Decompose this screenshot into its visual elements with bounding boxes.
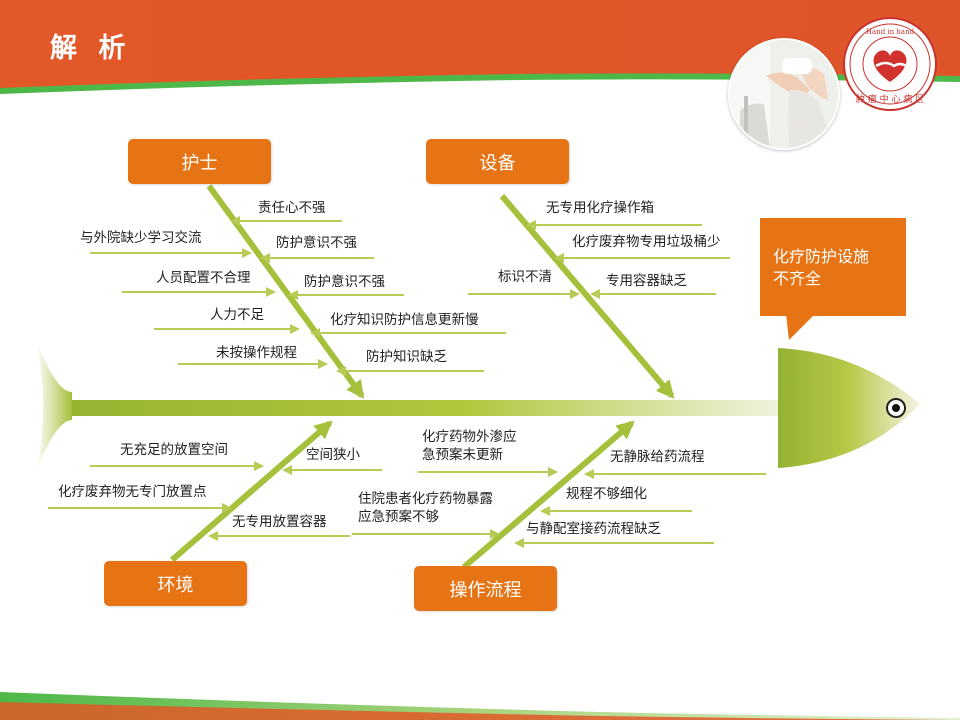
cause-label: 化疗知识防护信息更新慢 bbox=[330, 312, 479, 328]
category-nurse: 护士 bbox=[128, 139, 271, 184]
cause-label: 无充足的放置空间 bbox=[120, 442, 228, 458]
cause-label: 防护知识缺乏 bbox=[366, 349, 447, 365]
fish-spine bbox=[72, 400, 784, 416]
effect-callout: 化疗防护设施 不齐全 bbox=[760, 218, 906, 316]
cause-label: 化疗废弃物专用垃圾桶少 bbox=[572, 234, 721, 250]
category-nurse-label: 护士 bbox=[181, 152, 218, 174]
effect-text: 化疗防护设施 不齐全 bbox=[773, 247, 870, 288]
page-title: 解 析 bbox=[50, 33, 132, 64]
bone-process bbox=[462, 420, 635, 570]
category-equipment: 设备 bbox=[426, 139, 569, 184]
cause-label: 无静脉给药流程 bbox=[610, 449, 705, 465]
cause-label: 与外院缺少学习交流 bbox=[80, 230, 202, 246]
category-environment-label: 环境 bbox=[157, 574, 194, 596]
cause-label: 住院患者化疗药物暴露 应急预案不够 bbox=[358, 491, 493, 525]
cause-label: 标识不清 bbox=[498, 269, 552, 285]
header-background bbox=[0, 0, 960, 94]
effect-callout-tail bbox=[786, 314, 815, 340]
cause-label: 规程不够细化 bbox=[566, 486, 647, 502]
cause-label: 专用容器缺乏 bbox=[606, 273, 687, 289]
category-process: 操作流程 bbox=[414, 566, 557, 611]
fish-head bbox=[778, 348, 920, 468]
cause-label: 防护意识不强 bbox=[276, 235, 357, 251]
cause-label: 责任心不强 bbox=[258, 200, 326, 216]
category-equipment-label: 设备 bbox=[479, 152, 516, 174]
svg-text:肿 瘤 中 心 病 区: 肿 瘤 中 心 病 区 bbox=[856, 93, 924, 105]
cause-label: 无专用放置容器 bbox=[232, 514, 327, 530]
cause-label: 与静配室接药流程缺乏 bbox=[526, 521, 661, 537]
cause-label: 人力不足 bbox=[210, 307, 264, 323]
fish-tail bbox=[36, 340, 72, 472]
category-process-label: 操作流程 bbox=[449, 579, 522, 601]
cause-label: 人员配置不合理 bbox=[156, 270, 251, 286]
cause-label: 防护意识不强 bbox=[304, 274, 385, 290]
hospital-logo: Hand in hand 肿 瘤 中 心 病 区 bbox=[842, 16, 938, 112]
cause-label: 空间狭小 bbox=[306, 447, 360, 463]
bone-environment bbox=[170, 420, 333, 563]
cause-label: 化疗废弃物无专门放置点 bbox=[58, 484, 207, 500]
cause-label: 未按操作规程 bbox=[216, 345, 297, 361]
header-bar: 解 析 bbox=[0, 0, 960, 94]
cause-label: 无专用化疗操作箱 bbox=[546, 200, 654, 216]
category-environment: 环境 bbox=[104, 561, 247, 606]
cause-label: 化疗药物外渗应 急预案未更新 bbox=[422, 429, 517, 463]
svg-text:Hand in hand: Hand in hand bbox=[866, 28, 915, 36]
footer-band bbox=[0, 692, 960, 720]
